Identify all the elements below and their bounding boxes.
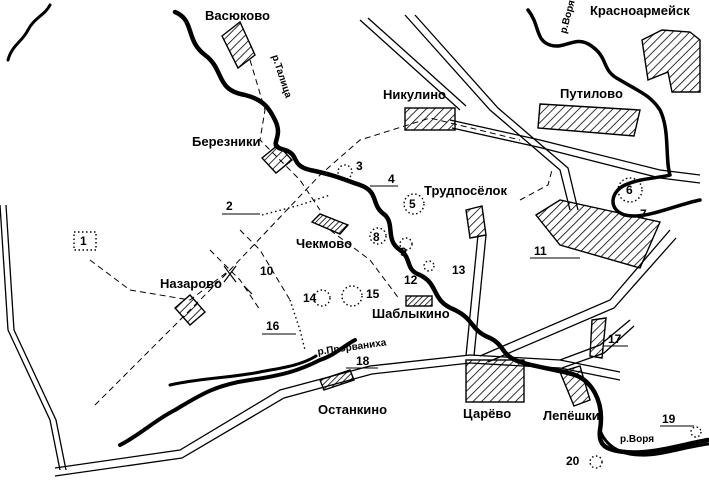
site-number-19: 19	[662, 412, 676, 426]
site-number-6: 6	[626, 183, 633, 197]
block-putilovo	[537, 103, 641, 137]
cross-marks	[223, 265, 253, 295]
site-number-4: 4	[388, 172, 395, 186]
label-krasnoarmeysk: Красноармейск	[590, 3, 690, 18]
block-krasnoarmeysk	[641, 29, 701, 93]
road-north	[465, 234, 479, 357]
railway-north	[404, 14, 571, 211]
site-number-5: 5	[409, 197, 416, 211]
river-vorya-top	[526, 8, 702, 218]
block-nazarovo	[174, 294, 206, 326]
site-number-11: 11	[534, 244, 547, 258]
dotted-paths	[261, 194, 331, 351]
block-17	[589, 317, 607, 359]
label-berezniki: Березники	[192, 134, 261, 149]
site-number-8: 8	[373, 230, 380, 244]
site-number-13: 13	[452, 263, 466, 277]
leader-lines	[222, 185, 694, 427]
block-shablykino	[405, 295, 433, 307]
site-number-17: 17	[608, 332, 622, 346]
river-squiggle	[6, 3, 52, 62]
site-number-7: 7	[640, 207, 647, 221]
label-tsarevo: Царёво	[463, 406, 511, 421]
block-chekmovo	[310, 213, 350, 235]
block-berezniki	[260, 144, 294, 174]
site-number-18: 18	[356, 354, 370, 368]
settlement-labels: Васюково Красноармейск Никулино Путилово…	[160, 3, 690, 423]
label-chekmovo: Чекмово	[296, 236, 352, 251]
block-ostankino	[319, 369, 355, 391]
site-number-20: 20	[566, 454, 580, 468]
label-river-talitsa: р.Талица	[269, 54, 293, 100]
site-number-12: 12	[404, 273, 418, 287]
label-river-vorya-top: р.Воря	[558, 0, 577, 35]
label-shablykino: Шаблыкино	[372, 306, 450, 321]
label-putilovo: Путилово	[560, 86, 623, 101]
block-trudposelok	[465, 205, 487, 239]
label-trudposelok: Трудпосёлок	[424, 183, 507, 198]
block-tsarevo	[465, 359, 525, 403]
site-number-1: 1	[80, 234, 87, 248]
label-lyoshki: Лепёшки	[543, 408, 600, 423]
site-number-10: 10	[260, 264, 274, 278]
site-number-2: 2	[226, 199, 233, 213]
river-talitsa	[172, 9, 709, 455]
label-vasyukovo: Васюково	[205, 8, 270, 23]
label-nikulino: Никулино	[383, 87, 446, 102]
site-markers	[73, 164, 702, 469]
settlement-blocks	[174, 20, 701, 407]
site-number-15: 15	[366, 287, 380, 301]
site-number-16: 16	[266, 319, 280, 333]
site-number-9: 9	[400, 245, 407, 259]
block-nikulino	[404, 107, 456, 131]
railway-east	[449, 119, 701, 176]
roads	[0, 14, 701, 477]
site-number-14: 14	[303, 291, 317, 305]
site-number-labels: 1 2 3 4 5 6 7 8 9 10 11 12 13 14 15 16 1…	[80, 159, 676, 468]
rivers	[6, 3, 709, 457]
label-ostankino: Останкино	[318, 402, 387, 417]
label-river-vorya-bottom: р.Воря	[620, 434, 654, 445]
block-big-east	[534, 199, 661, 269]
block-vasyukovo	[221, 20, 256, 70]
label-nazarovo: Назарово	[160, 276, 222, 291]
site-number-3: 3	[356, 159, 363, 173]
river-prorvanikha	[118, 338, 357, 447]
road-northeast	[479, 229, 671, 357]
block-lyoshki	[559, 365, 591, 407]
road-west	[0, 204, 61, 471]
